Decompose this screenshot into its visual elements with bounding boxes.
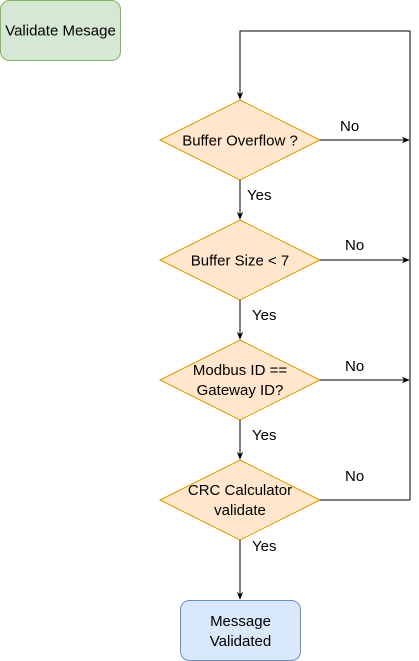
start-node: Validate Mesage: [0, 0, 121, 61]
edge-yes-1-label: Yes: [247, 187, 271, 204]
edge-yes-4-label: Yes: [252, 538, 276, 555]
decision-crc: CRC Calculator validate: [158, 459, 322, 541]
decision-buffer-overflow: Buffer Overflow ?: [158, 99, 322, 181]
edge-no-1-label: No: [340, 118, 359, 135]
decision-modbus-id-label-line1: Modbus ID ==: [193, 362, 287, 379]
decision-crc-shape: [158, 459, 322, 541]
edge-no-4-label: No: [345, 468, 364, 485]
start-node-label: Validate Mesage: [5, 23, 116, 40]
decision-modbus-id-label-line2: Gateway ID?: [197, 382, 284, 399]
decision-crc-label-line1: CRC Calculator: [188, 482, 292, 499]
start-node-shape: [0, 0, 121, 61]
edge-yes-3-label: Yes: [252, 427, 276, 444]
decision-buffer-overflow-label: Buffer Overflow ?: [182, 133, 298, 150]
edge-no-3-label: No: [345, 358, 364, 375]
decision-crc-label-line2: validate: [214, 502, 266, 519]
decision-modbus-id: Modbus ID == Gateway ID?: [158, 339, 322, 421]
end-node-shape: [180, 600, 301, 661]
end-node: Message Validated: [180, 600, 301, 661]
loop-back-edge: [236, 30, 411, 500]
decision-modbus-id-shape: [158, 339, 322, 421]
decision-buffer-size-label: Buffer Size < 7: [191, 253, 290, 270]
end-node-label-line2: Validated: [210, 633, 271, 650]
decision-buffer-size: Buffer Size < 7: [158, 219, 322, 301]
edge-yes-2-label: Yes: [252, 307, 276, 324]
end-node-label-line1: Message: [210, 613, 271, 630]
edge-no-2-label: No: [345, 237, 364, 254]
